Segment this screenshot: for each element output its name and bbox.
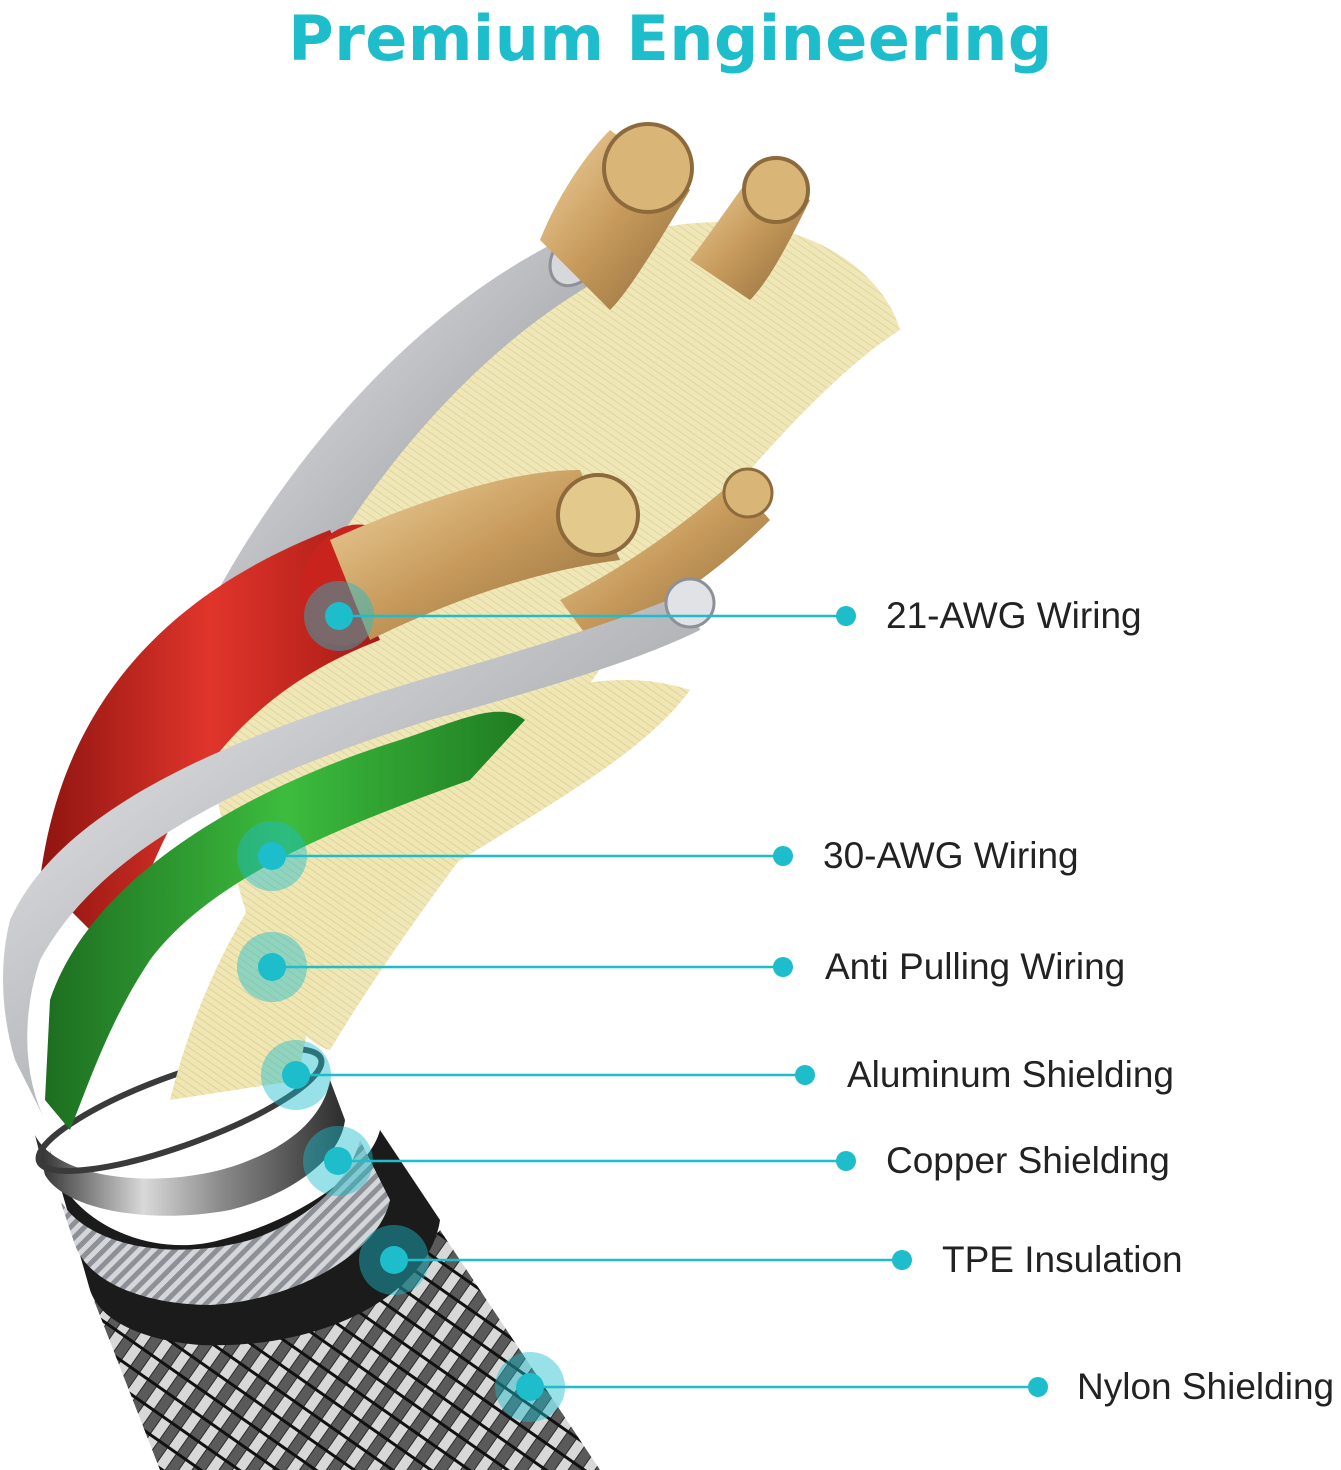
copper-wire-top-right-end [742,156,810,224]
aluminum-ring [35,1080,345,1216]
label-21awg-wiring: 21-AWG Wiring [886,595,1142,636]
copper-shield-band [60,1140,390,1305]
page-title: Premium Engineering [288,2,1053,75]
copper-conductor-rear-end [722,467,774,519]
end-dot-tpe [892,1250,912,1270]
marker-dot-tpe [380,1246,408,1274]
label-nylon-shielding: Nylon Shielding [1077,1366,1335,1407]
kevlar-fan-lower [170,680,690,1100]
end-dot-21awg [836,606,856,626]
silver-wire-front [3,590,700,1120]
copper-wire-top-left-end [602,122,694,214]
marker-dot-aluminum [282,1061,310,1089]
copper-conductor-rear [560,480,770,640]
label-anti-pulling-wiring: Anti Pulling Wiring [825,946,1126,987]
end-dot-aluminum [795,1065,815,1085]
marker-dot-copper [324,1147,352,1175]
marker-dot-21awg [325,602,353,630]
label-copper-shielding: Copper Shielding [886,1140,1170,1181]
label-30awg-wiring: 30-AWG Wiring [823,835,1079,876]
callout-end-dots [773,606,1048,1397]
nylon-braid-jacket [90,1230,600,1470]
marker-dot-nylon [516,1373,544,1401]
marker-dot-30awg [258,842,286,870]
label-aluminum-shielding: Aluminum Shielding [847,1054,1175,1095]
green-wire [45,711,525,1130]
copper-conductor-21awg-end [556,473,640,557]
label-tpe-insulation: TPE Insulation [942,1239,1183,1280]
silver-wire-front-end [664,577,716,629]
end-dot-anti-pulling [773,957,793,977]
callout-lines [272,614,1038,1389]
copper-conductor-21awg [330,470,620,640]
aluminum-ring-top [35,1046,325,1174]
end-dot-copper [836,1151,856,1171]
end-dot-nylon [1028,1377,1048,1397]
callout-markers [237,581,565,1422]
marker-dot-anti-pulling [258,953,286,981]
end-dot-30awg [773,846,793,866]
